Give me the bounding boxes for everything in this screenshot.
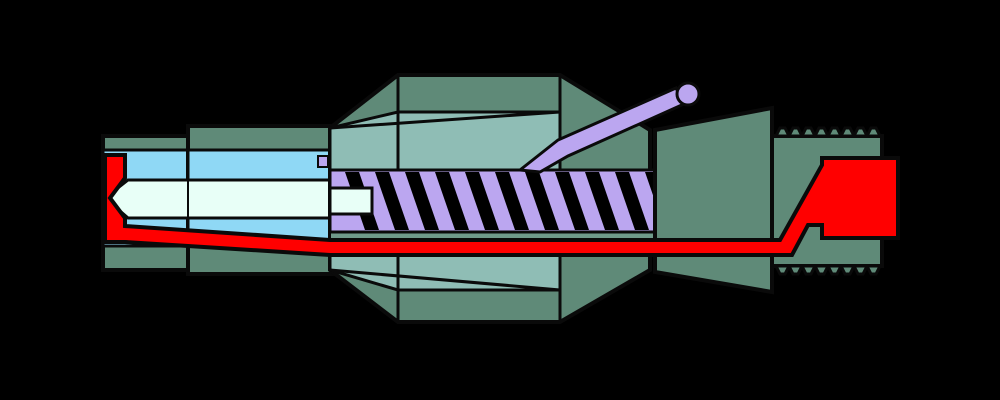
- thread-tooth: [838, 126, 857, 138]
- coil-stripe: [615, 172, 649, 230]
- thread-tooth: [812, 264, 831, 276]
- thread-tooth: [812, 126, 831, 138]
- thread-tooth: [864, 126, 883, 138]
- thread-tooth: [825, 126, 844, 138]
- red-wire: [103, 153, 900, 257]
- thread-tooth: [799, 264, 818, 276]
- coil-stripe: [585, 172, 619, 230]
- thread-tooth: [799, 126, 818, 138]
- thread-tooth: [851, 126, 870, 138]
- thread-tooth: [851, 264, 870, 276]
- spiral-coil: [317, 155, 679, 234]
- threads-top: [773, 126, 883, 138]
- coil-stripe: [495, 172, 529, 230]
- thread-tooth: [838, 264, 857, 276]
- coil-stripe: [555, 172, 589, 230]
- coil-stripe: [405, 172, 439, 230]
- threads-bottom: [773, 264, 883, 276]
- thread-tooth: [773, 126, 792, 138]
- coil-stripe: [525, 172, 559, 230]
- thread-tooth: [786, 126, 805, 138]
- thread-tooth: [786, 264, 805, 276]
- thread-tooth: [825, 264, 844, 276]
- thread-tooth: [773, 264, 792, 276]
- angled-rod: [516, 81, 701, 174]
- coil-stripe: [465, 172, 499, 230]
- coil-stripe: [375, 172, 409, 230]
- rear-collar: [653, 105, 774, 295]
- coil-stripe: [435, 172, 469, 230]
- thread-tooth: [864, 264, 883, 276]
